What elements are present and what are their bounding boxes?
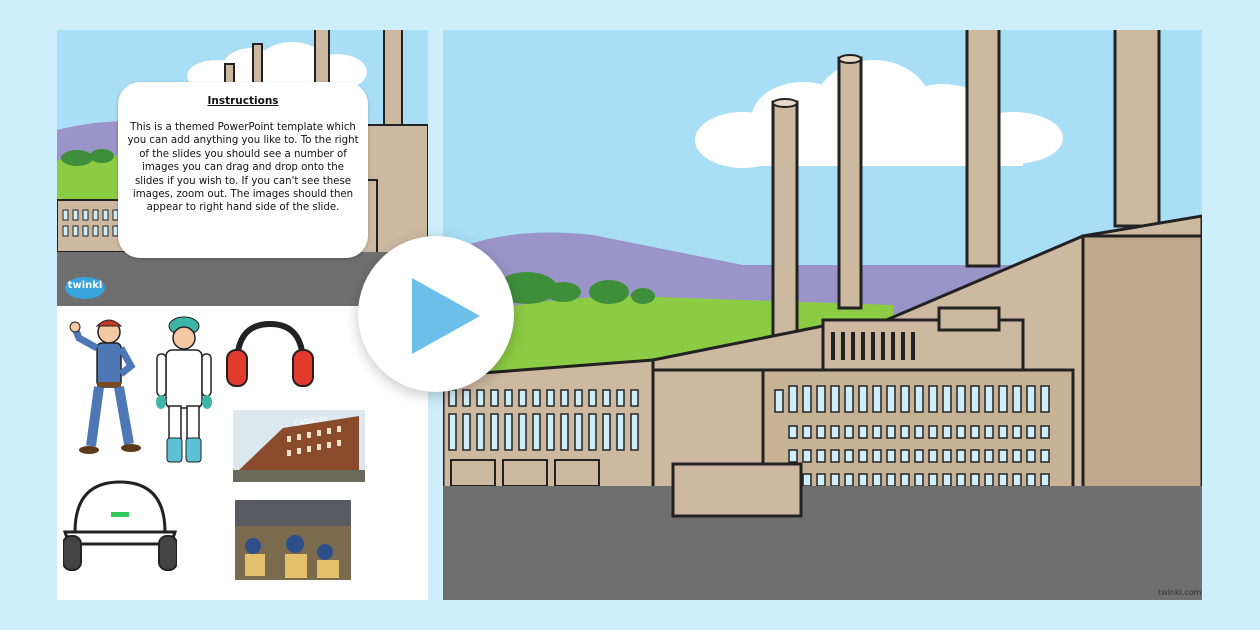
play-icon [412, 278, 480, 354]
instructions-body: This is a themed PowerPoint template whi… [127, 122, 359, 214]
factory-scene [443, 30, 1202, 600]
ear-defenders-icon[interactable] [223, 320, 317, 388]
lab-worker-icon[interactable] [153, 314, 215, 466]
factory-workers-photo[interactable] [235, 500, 351, 580]
twinkl-logo-text: twinkl [67, 280, 103, 291]
clipart-panel: CADBURY [57, 306, 428, 600]
hard-hat-icon[interactable] [63, 476, 177, 572]
instructions-box: Instructions This is a themed PowerPoint… [118, 82, 368, 258]
instructions-title: Instructions [207, 95, 279, 107]
play-button[interactable] [358, 236, 514, 392]
watermark: twinkl.com [1158, 588, 1202, 597]
main-slide[interactable] [443, 30, 1202, 600]
twinkl-logo: twinkl [64, 276, 106, 300]
female-factory-worker-icon[interactable] [65, 312, 147, 458]
cadbury-factory-photo[interactable]: CADBURY [233, 410, 365, 482]
